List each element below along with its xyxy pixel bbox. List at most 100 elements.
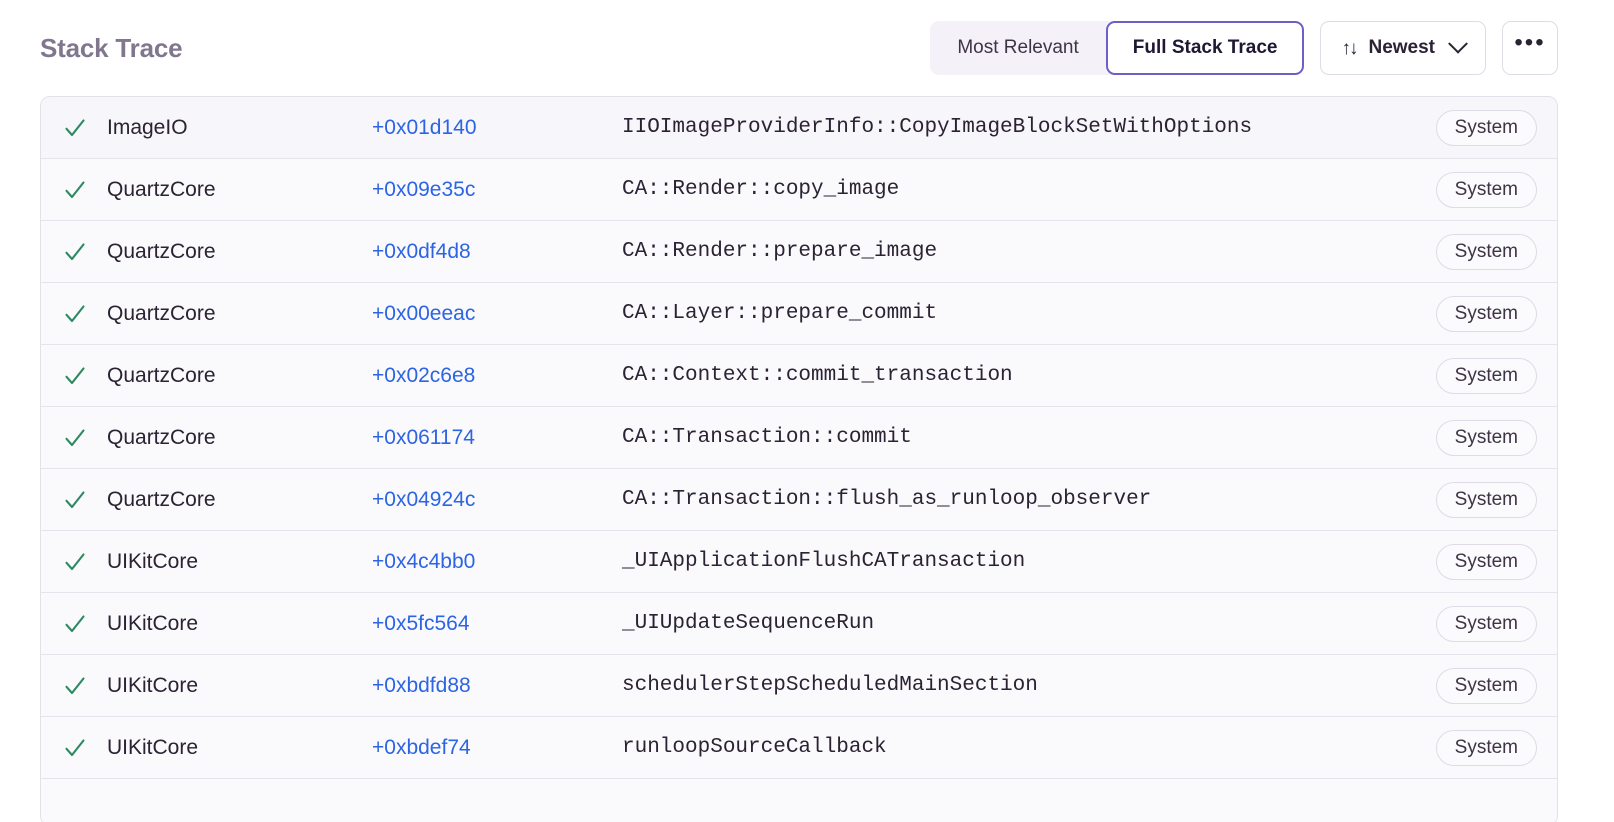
checkmark-icon <box>65 428 85 446</box>
frame-origin-cell: System <box>1435 171 1537 208</box>
segment-full-stack-trace[interactable]: Full Stack Trace <box>1105 21 1305 75</box>
page-title: Stack Trace <box>40 32 183 63</box>
frame-offset-link[interactable]: +0x02c6e8 <box>372 363 476 387</box>
status-badge: System <box>1435 481 1537 518</box>
stack-frame-row[interactable]: QuartzCore +0x061174 CA::Transaction::comm… <box>41 407 1557 469</box>
frame-origin-cell: System <box>1435 605 1537 642</box>
frame-origin-cell: System <box>1435 729 1537 766</box>
frame-offset-link[interactable]: +0x01d140 <box>372 115 477 139</box>
checkmark-icon <box>65 614 85 632</box>
frame-function-name: _UIUpdateSequenceRun <box>622 611 875 635</box>
frame-package: QuartzCore <box>107 239 216 263</box>
frame-function-name: runloopSourceCallback <box>622 735 887 759</box>
frame-offset-link[interactable]: +0x4c4bb0 <box>372 549 476 573</box>
stack-frame-row[interactable]: QuartzCore +0x00eeac CA::Layer::prepare_co… <box>41 283 1557 345</box>
frame-package: UIKitCore <box>107 611 199 635</box>
frame-package: UIKitCore <box>107 735 199 759</box>
frame-function-name: CA::Render::prepare_image <box>622 239 938 263</box>
status-badge: System <box>1435 605 1537 642</box>
status-badge: System <box>1435 357 1537 394</box>
frame-status-cell <box>63 736 107 760</box>
stack-frame-row[interactable]: QuartzCore +0x04924c CA::Transaction::flus… <box>41 469 1557 531</box>
frame-function-name: CA::Render::copy_image <box>622 177 900 201</box>
frame-function-name: CA::Context::commit_transaction <box>622 363 1013 387</box>
stack-frame-row[interactable]: UIKitCore +0xbdfd88 schedulerStepScheduled… <box>41 655 1557 717</box>
frame-status-cell <box>63 426 107 450</box>
frame-status-cell <box>63 674 107 698</box>
checkmark-icon <box>65 490 85 508</box>
checkmark-icon <box>65 738 85 756</box>
checkmark-icon <box>65 366 85 384</box>
frame-offset-link[interactable]: +0x09e35c <box>372 177 476 201</box>
status-badge: System <box>1435 171 1537 208</box>
frame-origin-cell: System <box>1435 667 1537 704</box>
frame-status-cell <box>63 240 107 264</box>
frame-offset-link[interactable]: +0xbdfd88 <box>372 673 471 697</box>
frame-package: QuartzCore <box>107 487 216 511</box>
frame-status-cell <box>63 612 107 636</box>
checkmark-icon <box>65 304 85 322</box>
frame-package: UIKitCore <box>107 673 199 697</box>
chevron-down-icon <box>1448 33 1468 54</box>
frame-package: QuartzCore <box>107 177 216 201</box>
frame-status-cell <box>63 116 107 140</box>
status-badge: System <box>1435 543 1537 580</box>
frame-origin-cell: System <box>1435 357 1537 394</box>
frame-status-cell <box>63 488 107 512</box>
frame-package: QuartzCore <box>107 301 216 325</box>
stack-frame-row[interactable]: QuartzCore +0x0df4d8 CA::Render::prepare_i… <box>41 221 1557 283</box>
frame-status-cell <box>63 550 107 574</box>
frame-origin-cell: System <box>1435 295 1537 332</box>
frame-offset-link[interactable]: +0x0df4d8 <box>372 239 471 263</box>
status-badge: System <box>1435 109 1537 146</box>
segment-most-relevant[interactable]: Most Relevant <box>930 21 1105 75</box>
checkmark-icon <box>65 552 85 570</box>
frame-origin-cell: System <box>1435 109 1537 146</box>
stack-frame-row[interactable]: QuartzCore +0x09e35c CA::Render::copy_imag… <box>41 159 1557 221</box>
sort-label: Newest <box>1368 37 1435 58</box>
stack-frame-row[interactable]: UIKitCore +0x5fc564 _UIUpdateSequenceRun Sy… <box>41 593 1557 655</box>
stack-trace-list: ImageIO +0x01d140 IIOImageProviderInfo::Co… <box>40 96 1558 822</box>
frame-offset-link[interactable]: +0x5fc564 <box>372 611 470 635</box>
status-badge: System <box>1435 729 1537 766</box>
checkmark-icon <box>65 676 85 694</box>
frame-origin-cell: System <box>1435 543 1537 580</box>
header-controls: Most Relevant Full Stack Trace ↑↓ Newest… <box>930 21 1558 75</box>
frame-offset-link[interactable]: +0x04924c <box>372 487 476 511</box>
status-badge: System <box>1435 295 1537 332</box>
frame-package: ImageIO <box>107 115 188 139</box>
frame-origin-cell: System <box>1435 481 1537 518</box>
frame-package: UIKitCore <box>107 549 199 573</box>
stack-frame-row[interactable]: QuartzCore +0x02c6e8 CA::Context::commit_t… <box>41 345 1557 407</box>
stack-frame-row[interactable]: ImageIO +0x01d140 IIOImageProviderInfo::Co… <box>41 97 1557 159</box>
frame-function-name: CA::Layer::prepare_commit <box>622 301 938 325</box>
frame-offset-link[interactable]: +0x061174 <box>372 425 475 449</box>
stack-frame-row[interactable]: UIKitCore +0xbdef74 runloopSourceCallback S… <box>41 717 1557 779</box>
frame-offset-link[interactable]: +0xbdef74 <box>372 735 471 759</box>
stack-trace-view-segmented-control[interactable]: Most Relevant Full Stack Trace <box>930 21 1305 75</box>
frame-package: QuartzCore <box>107 363 216 387</box>
sort-arrows-icon: ↑↓ <box>1341 37 1358 59</box>
frame-status-cell <box>63 364 107 388</box>
frame-origin-cell: System <box>1435 233 1537 270</box>
status-badge: System <box>1435 667 1537 704</box>
checkmark-icon <box>65 180 85 198</box>
frame-package: QuartzCore <box>107 425 216 449</box>
stack-frame-row[interactable]: UIKitCore +0x4c4bb0 _UIApplicationFlushCAT… <box>41 531 1557 593</box>
frame-offset-link[interactable]: +0x00eeac <box>372 301 476 325</box>
frame-function-name: IIOImageProviderInfo::CopyImageBlockSetW… <box>622 115 1253 139</box>
frame-function-name: _UIApplicationFlushCATransaction <box>622 549 1026 573</box>
status-badge: System <box>1435 419 1537 456</box>
frame-origin-cell: System <box>1435 419 1537 456</box>
sort-button[interactable]: ↑↓ Newest <box>1320 21 1486 75</box>
status-badge: System <box>1435 233 1537 270</box>
checkmark-icon <box>65 242 85 260</box>
more-options-button[interactable]: ••• <box>1502 21 1558 75</box>
frame-function-name: CA::Transaction::flush_as_runloop_observ… <box>622 487 1152 511</box>
checkmark-icon <box>65 118 85 136</box>
frame-status-cell <box>63 302 107 326</box>
frame-function-name: schedulerStepScheduledMainSection <box>622 673 1038 697</box>
frame-function-name: CA::Transaction::commit <box>622 425 912 449</box>
frame-status-cell <box>63 178 107 202</box>
